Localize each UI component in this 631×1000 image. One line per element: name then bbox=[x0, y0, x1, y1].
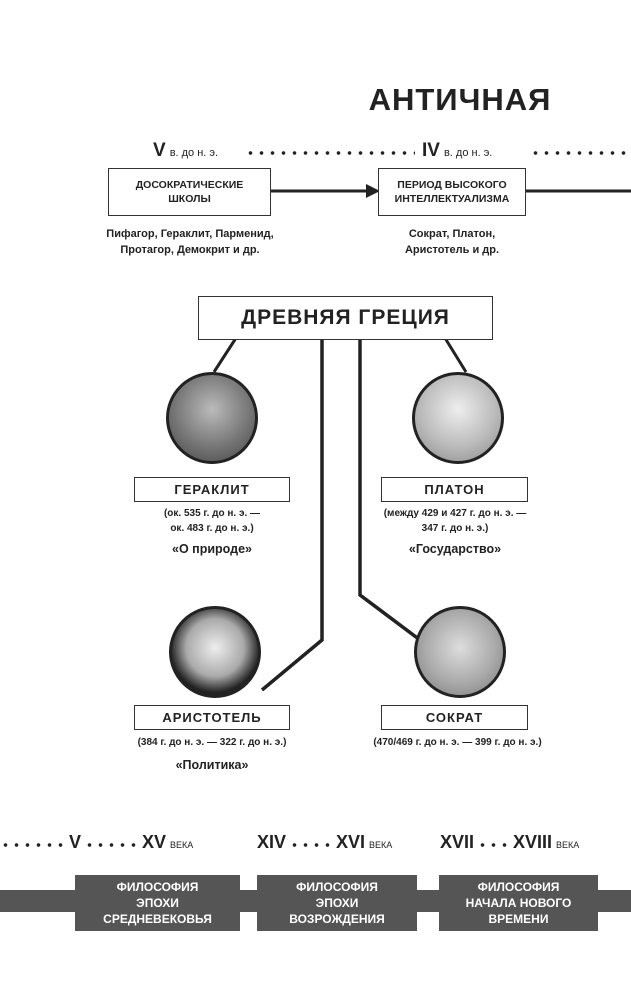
name-box-socrates: СОКРАТ bbox=[381, 705, 528, 730]
portrait-heraclitus bbox=[166, 372, 258, 464]
timeline-dots bbox=[245, 150, 415, 156]
work-heraclitus: «О природе» bbox=[172, 542, 252, 556]
dates-aristotle: (384 г. до н. э. — 322 г. до н. э.) bbox=[137, 737, 287, 748]
work-aristotle: «Политика» bbox=[175, 758, 249, 772]
center-box-ancient-greece: ДРЕВНЯЯ ГРЕЦИЯ bbox=[198, 296, 493, 340]
dates-plato: (между 429 и 427 г. до н. э. —347 г. до … bbox=[383, 508, 527, 534]
connector-heraclitus bbox=[212, 337, 238, 373]
connector-aristotle bbox=[260, 338, 324, 692]
portrait-aristotle bbox=[169, 606, 261, 698]
timeline-dots bbox=[477, 842, 511, 848]
arrow-head-icon bbox=[366, 184, 380, 198]
period-names-presocratic: Пифагор, Гераклит, Парменид,Протагор, Де… bbox=[106, 228, 274, 256]
work-plato: «Государство» bbox=[408, 542, 502, 556]
dates-socrates: (470/469 г. до н. э. — 399 г. до н. э.) bbox=[373, 737, 542, 748]
name-box-heraclitus: ГЕРАКЛИТ bbox=[134, 477, 290, 502]
connector-plato bbox=[443, 337, 468, 373]
connector-socrates bbox=[358, 338, 422, 642]
timeline-dots bbox=[0, 842, 66, 848]
timeline-dots bbox=[530, 150, 631, 156]
timeline-dots bbox=[289, 842, 334, 848]
portrait-socrates bbox=[414, 606, 506, 698]
dates-heraclitus: (ок. 535 г. до н. э. —ок. 483 г. до н. э… bbox=[163, 508, 261, 534]
period-names-high-intellectualism: Сократ, Платон,Аристотель и др. bbox=[404, 228, 500, 256]
era-label-xiv-xvi: XIVXVIвека bbox=[257, 832, 393, 852]
portrait-plato bbox=[412, 372, 504, 464]
timeline-dots bbox=[84, 842, 140, 848]
name-box-aristotle: АРИСТОТЕЛЬ bbox=[134, 705, 290, 730]
era-label-xvii-xviii: XVIIXVIIIвека bbox=[440, 832, 580, 852]
name-box-plato: ПЛАТОН bbox=[381, 477, 528, 502]
page-title: АНТИЧНАЯ bbox=[368, 82, 552, 117]
era-label-v-xv: VXVвека bbox=[0, 832, 193, 853]
